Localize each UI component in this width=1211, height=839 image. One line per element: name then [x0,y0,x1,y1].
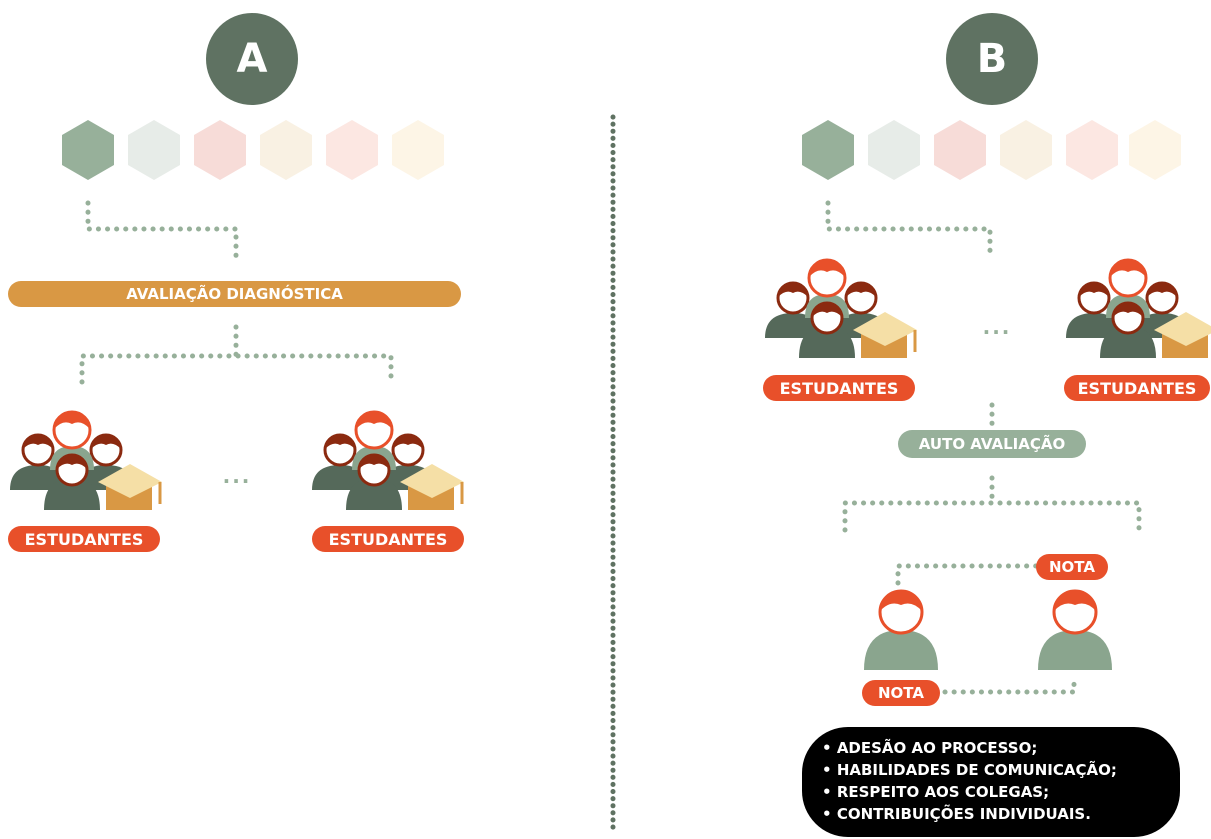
panel-b-student-group-right [1064,258,1211,360]
criteria-list: ADESÃO AO PROCESSO; HABILIDADES DE COMUN… [822,737,1170,825]
criteria-item: HABILIDADES DE COMUNICAÇÃO; [822,759,1170,781]
panel-b-badge: B [946,13,1038,105]
criteria-item: CONTRIBUIÇÕES INDIVIDUAIS. [822,803,1170,825]
hexagon-icon [1000,120,1052,180]
panel-b-students-label-left: ESTUDANTES [763,375,915,401]
panel-a-ellipsis: ... [222,464,252,488]
hexagon-icon [326,120,378,180]
hexagon-icon [128,120,180,180]
hexagon-icon [62,120,114,180]
panel-b-person-left [862,589,940,672]
grade-badge-bottom: NOTA [862,680,940,706]
evaluation-criteria-box: ADESÃO AO PROCESSO; HABILIDADES DE COMUN… [802,727,1180,837]
student-group-icon [310,410,466,512]
panel-b-hexagon-row [802,120,1181,180]
panel-b-connectors [825,200,1142,695]
panel-a-student-group-left [8,410,164,512]
student-group-icon [8,410,164,512]
hexagon-icon [392,120,444,180]
hexagon-icon [934,120,986,180]
panel-a-students-label-left: ESTUDANTES [8,526,160,552]
student-group-icon [763,258,919,360]
self-assessment-label: AUTO AVALIAÇÃO [898,430,1086,458]
panel-b-student-group-left [763,258,919,360]
panel-a-badge: A [206,13,298,105]
diagnostic-assessment-bar: AVALIAÇÃO DIAGNÓSTICA [8,281,461,307]
hexagon-icon [1129,120,1181,180]
criteria-item: RESPEITO AOS COLEGAS; [822,781,1170,803]
student-group-icon [1064,258,1211,360]
criteria-item: ADESÃO AO PROCESSO; [822,737,1170,759]
hexagon-icon [194,120,246,180]
panel-b-person-right [1036,589,1114,672]
hexagon-icon [868,120,920,180]
hexagon-icon [802,120,854,180]
hexagon-icon [260,120,312,180]
panel-a-connectors [79,200,394,385]
person-icon [862,589,940,672]
panel-b-ellipsis: ... [982,315,1012,339]
person-icon [1036,589,1114,672]
hexagon-icon [1066,120,1118,180]
panel-a-students-label-right: ESTUDANTES [312,526,464,552]
panel-a-hexagon-row [62,120,444,180]
panel-a-student-group-right [310,410,466,512]
panel-b-students-label-right: ESTUDANTES [1064,375,1210,401]
grade-badge-top: NOTA [1036,554,1108,580]
